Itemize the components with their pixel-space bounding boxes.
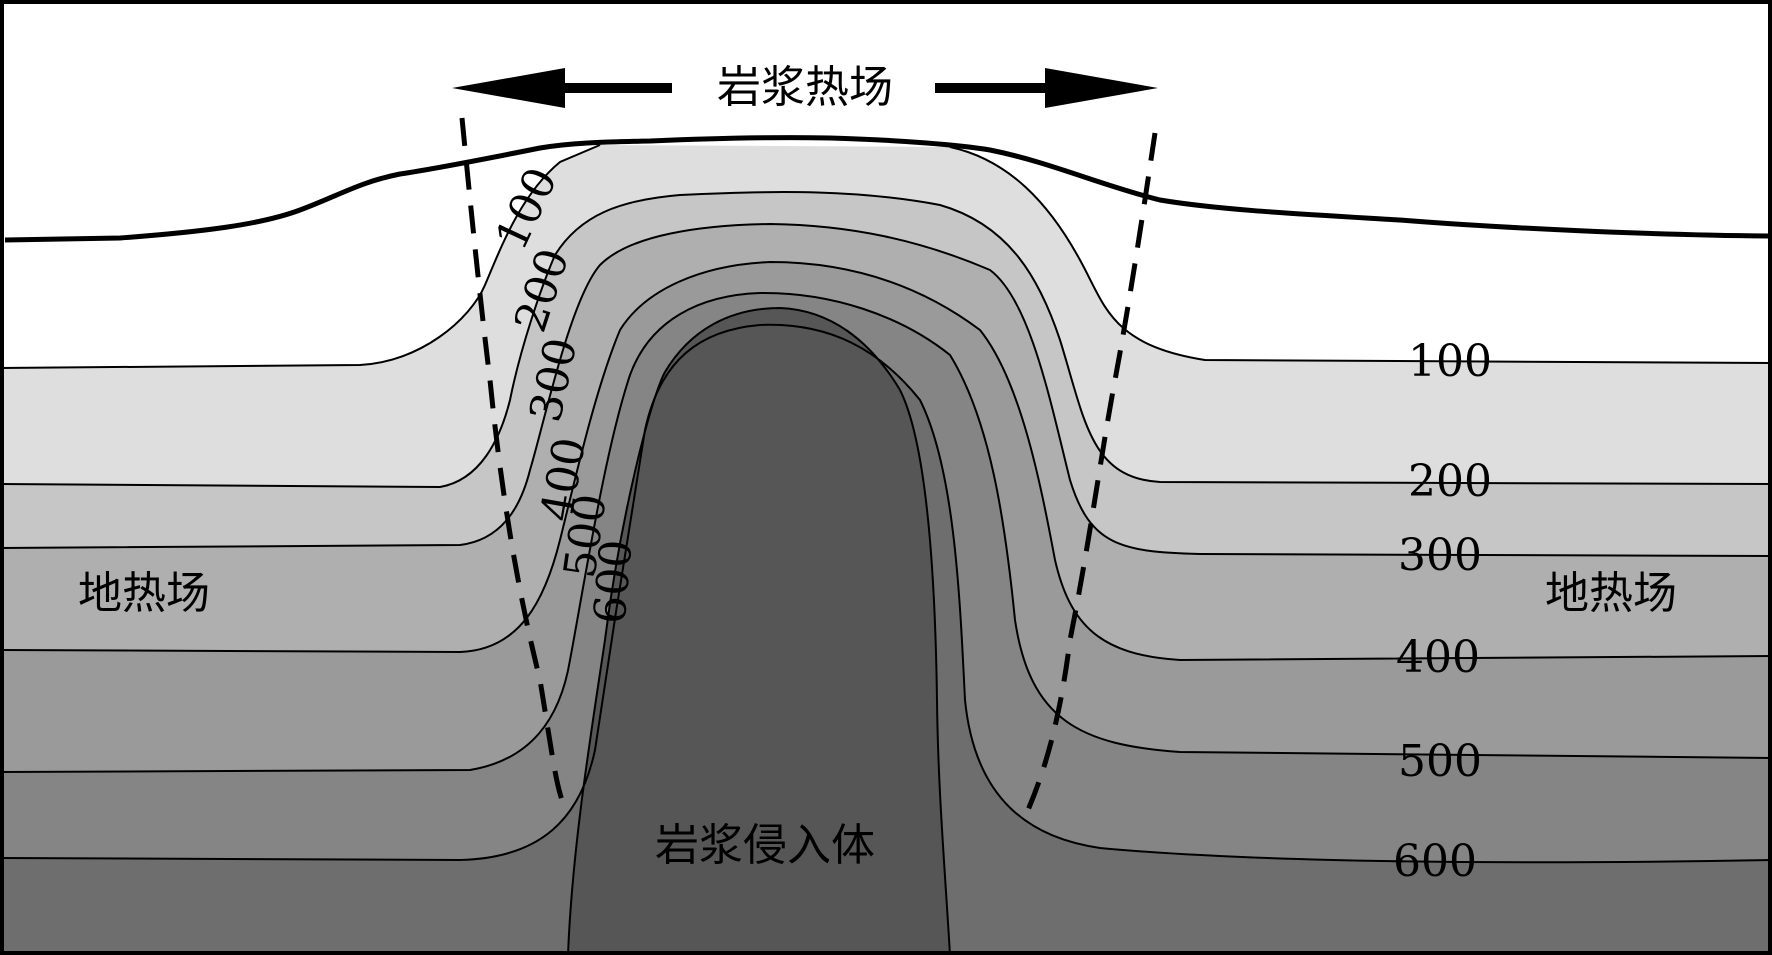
isotherm-label-300-right: 300 (1398, 530, 1482, 581)
label-left-geothermal-field: 地热场 (78, 568, 210, 619)
isotherm-label-500-right: 500 (1398, 736, 1482, 787)
isotherm-label-100-right: 100 (1408, 336, 1492, 387)
label-magma-intrusion: 岩浆侵入体 (655, 820, 875, 871)
arrow-right-icon (1045, 68, 1158, 108)
isotherm-500 (0, 291, 1772, 773)
arrow-left-icon (452, 68, 565, 108)
isotherm-200 (0, 191, 1772, 489)
isotherm-label-500-slope: 500 (555, 491, 617, 581)
isotherm-100-right (949, 146, 1772, 364)
isotherm-300 (0, 222, 1772, 557)
isotherm-100 (0, 144, 601, 369)
isotherm-400 (0, 260, 1772, 662)
intrusion-outline (567, 306, 951, 955)
isotherm-label-200-right: 200 (1408, 456, 1492, 507)
isotherm-label-600-slope: 600 (584, 538, 642, 626)
isotherm-600 (0, 323, 1772, 864)
magma-intrusion (568, 308, 950, 955)
field-extent-arrows (452, 68, 1158, 108)
magmatic-field-boundary-right (1025, 132, 1158, 811)
label-right-geothermal-field: 地热场 (1545, 568, 1677, 619)
isotherm-label-600-right: 600 (1393, 836, 1477, 887)
ground-surface (4, 135, 1769, 243)
title-magmatic-thermal-field: 岩浆热场 (717, 62, 893, 113)
isotherm-lines (0, 144, 1772, 955)
isotherm-label-400-right: 400 (1396, 632, 1480, 683)
magmatic-field-boundary-left (459, 117, 565, 801)
